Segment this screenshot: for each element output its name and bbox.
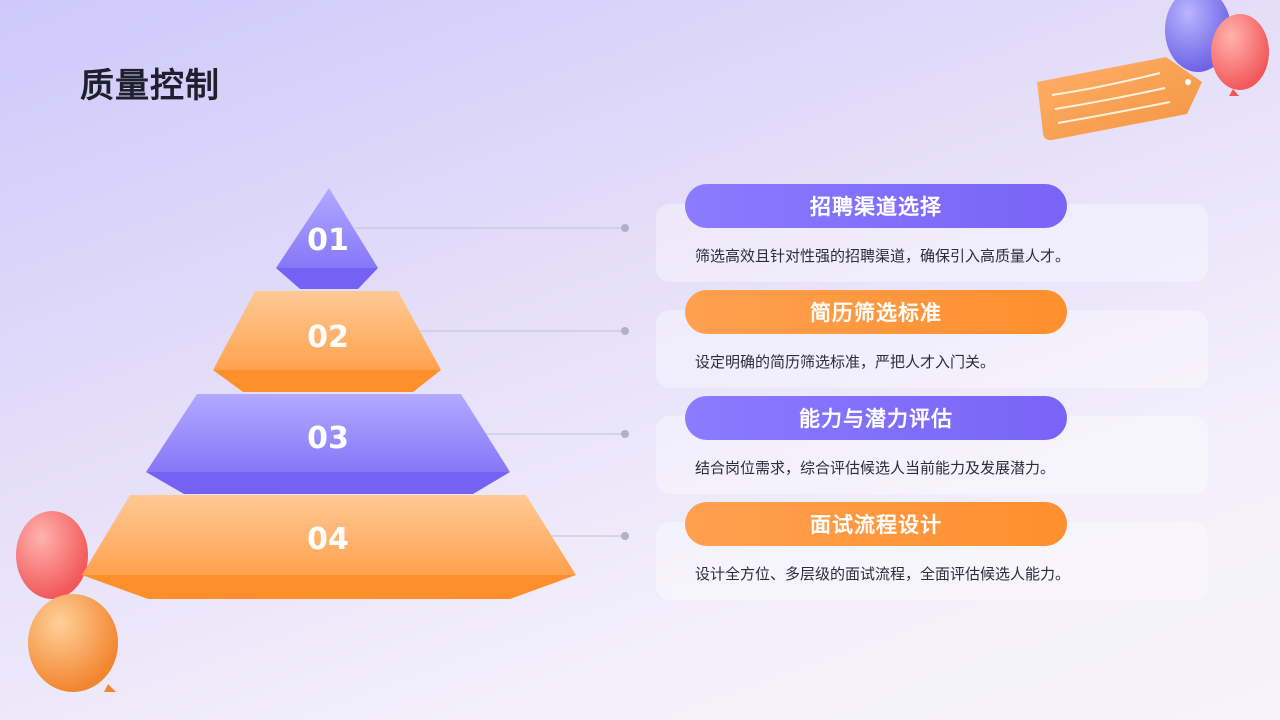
item-heading-1: 招聘渠道选择 bbox=[685, 184, 1067, 228]
pyramid-number-4: 04 bbox=[307, 522, 349, 557]
balloon-icon bbox=[1165, 0, 1269, 96]
pyramid-level-3 bbox=[146, 394, 510, 494]
balloon-icon bbox=[16, 511, 118, 692]
item-desc-2: 设定明确的简历筛选标准，严把人才入门关。 bbox=[695, 353, 996, 371]
pyramid-number-1: 01 bbox=[307, 223, 349, 258]
pyramid-number-2: 02 bbox=[307, 320, 349, 355]
pyramid-level-2 bbox=[213, 291, 441, 392]
item-heading-2: 简历筛选标准 bbox=[685, 290, 1067, 334]
item-heading-4: 面试流程设计 bbox=[685, 502, 1067, 546]
page-title: 质量控制 bbox=[80, 66, 220, 106]
item-desc-4: 设计全方位、多层级的面试流程，全面评估候选人能力。 bbox=[695, 565, 1071, 583]
item-desc-3: 结合岗位需求，综合评估候选人当前能力及发展潜力。 bbox=[695, 459, 1056, 477]
pyramid-level-1 bbox=[276, 188, 378, 289]
pyramid-number-3: 03 bbox=[307, 421, 349, 456]
connector-lines bbox=[355, 224, 629, 540]
item-heading-3: 能力与潜力评估 bbox=[685, 396, 1067, 440]
item-desc-1: 筛选高效且针对性强的招聘渠道，确保引入高质量人才。 bbox=[695, 247, 1071, 265]
pyramid-level-4 bbox=[82, 495, 576, 599]
tag-icon bbox=[1037, 57, 1202, 141]
